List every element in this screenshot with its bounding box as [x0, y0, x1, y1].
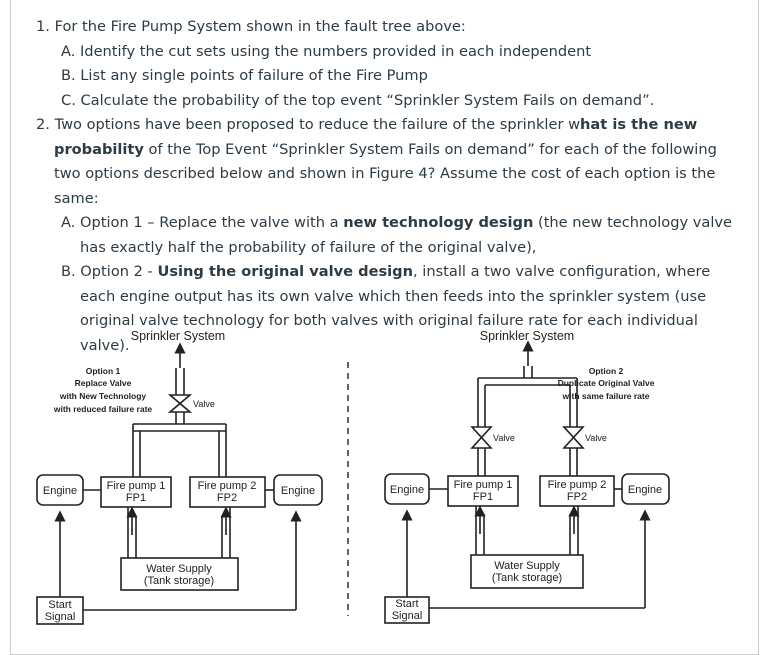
option-2-start-label: Start [395, 598, 418, 610]
option-2-signal-label: Signal [392, 610, 423, 622]
option-2-engine-left: Engine [390, 484, 424, 496]
option-1-signal-label: Signal [45, 611, 76, 623]
option-2-water-supply: Water Supply [494, 560, 560, 572]
option-2-water-storage: (Tank storage) [492, 572, 562, 584]
option-2-valve-1-label: Valve [493, 433, 515, 443]
question-1-stem: 1. For the Fire Pump System shown in the… [36, 18, 466, 35]
option-1-water-supply: Water Supply [146, 563, 212, 575]
option-1-valve-label: Valve [193, 399, 215, 409]
question-1: 1. For the Fire Pump System shown in the… [36, 15, 746, 113]
option-2-pump-1-code: FP1 [473, 491, 493, 503]
option-1-note-line-2: Replace Valve [75, 378, 132, 388]
option-2-valve-2-label: Valve [585, 433, 607, 443]
option-1-note-line-4: with reduced failure rate [53, 404, 153, 414]
option-1-pump-1-name: Fire pump 1 [107, 480, 166, 492]
option-2-diagram [384, 340, 670, 624]
option-2-note-line-1: Option 2 [589, 366, 624, 376]
option-1-water-storage: (Tank storage) [144, 575, 214, 587]
option-1-pump-2-code: FP2 [217, 492, 237, 504]
option-2-note-line-2: Duplicate Original Valve [558, 378, 655, 388]
option-2-pump-2-name: Fire pump 2 [548, 479, 607, 491]
question-2: 2. Two options have been proposed to red… [36, 113, 741, 358]
option-2-note-line-3: with same failure rate [562, 391, 650, 401]
option-1-pump-1-code: FP1 [126, 492, 146, 504]
option-1-note-line-3: with New Technology [59, 391, 147, 401]
option-1-pump-2-name: Fire pump 2 [198, 480, 257, 492]
option-2-pump-1-name: Fire pump 1 [454, 479, 513, 491]
option-2-title: Sprinkler System [480, 329, 574, 343]
question-2-option-a: A. Option 1 – Replace the valve with a n… [61, 214, 733, 256]
question-1-item-c: C. Calculate the probability of the top … [61, 91, 655, 109]
option-1-note-line-1: Option 1 [86, 366, 121, 376]
option-1-diagram [36, 342, 323, 625]
option-1-title: Sprinkler System [131, 329, 225, 343]
option-2-engine-right: Engine [628, 484, 662, 496]
option-2-pump-2-code: FP2 [567, 491, 587, 503]
option-1-engine-right: Engine [281, 485, 315, 497]
question-1-item-a: A. Identify the cut sets using the numbe… [61, 42, 592, 60]
option-1-start-label: Start [48, 599, 71, 611]
question-2-option-b: B. Option 2 - Using the original valve d… [61, 263, 711, 354]
question-1-item-b: B. List any single points of failure of … [61, 67, 428, 84]
option-1-engine-left: Engine [43, 485, 77, 497]
question-2-stem: 2. Two options have been proposed to red… [36, 116, 717, 207]
